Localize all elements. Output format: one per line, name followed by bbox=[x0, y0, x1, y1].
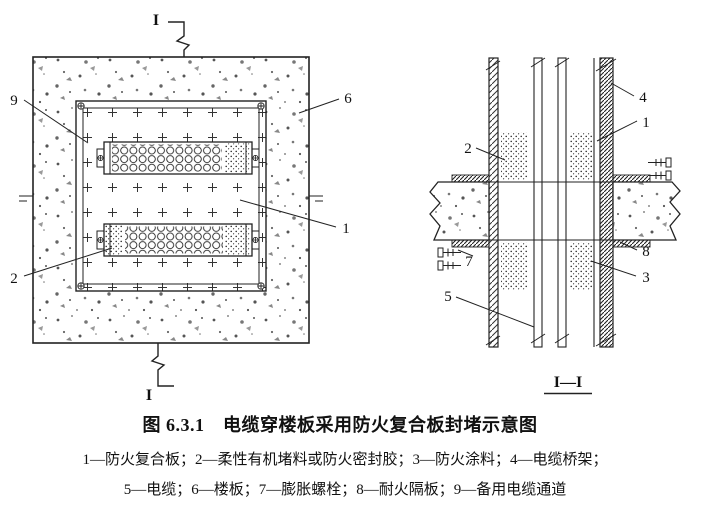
sealant-fill bbox=[105, 225, 123, 255]
callout-9: 9 bbox=[10, 93, 89, 144]
floor-slab-left bbox=[429, 181, 490, 241]
svg-text:8: 8 bbox=[642, 244, 650, 260]
callout-8: 8 bbox=[619, 241, 650, 260]
cable-slot-bottom bbox=[96, 223, 260, 257]
cable-slot-top bbox=[96, 141, 260, 175]
callout-3: 3 bbox=[590, 260, 650, 286]
svg-text:2: 2 bbox=[464, 141, 472, 157]
cable-tray-left-rail bbox=[488, 57, 499, 348]
slab-face-lines bbox=[489, 181, 613, 241]
expansion-bolts-left bbox=[437, 247, 461, 271]
figure-legend-line-1: 1—防火复合板；2—柔性有机堵料或防火密封胶；3—防火涂料；4—电缆桥架； bbox=[82, 452, 608, 468]
callout-4: 4 bbox=[610, 82, 647, 106]
svg-text:1: 1 bbox=[342, 221, 350, 237]
sealant-lower-right bbox=[570, 242, 592, 290]
section-cut-mark-bottom: I bbox=[146, 343, 174, 404]
svg-text:7: 7 bbox=[465, 254, 473, 270]
sealant-lower-left bbox=[501, 242, 527, 290]
slot-bolts bbox=[97, 236, 259, 243]
cable-bundle bbox=[112, 144, 222, 172]
sealant-upper-left bbox=[501, 132, 527, 180]
floor-slab-right bbox=[612, 181, 681, 241]
svg-text:6: 6 bbox=[344, 91, 352, 107]
sealant-fill bbox=[225, 225, 251, 255]
cable-bundle bbox=[125, 226, 223, 254]
figure-legend-line-2: 5—电缆；6—楼板；7—膨胀螺栓；8—耐火隔板；9—备用电缆通道 bbox=[123, 482, 567, 498]
section-letter-bottom: I bbox=[146, 387, 152, 404]
slot-bolts bbox=[97, 154, 259, 161]
callout-1-plan: 1 bbox=[239, 199, 350, 237]
fireproof-board-frame bbox=[75, 100, 267, 292]
svg-text:2: 2 bbox=[10, 271, 18, 287]
plan-view: I I bbox=[10, 12, 352, 404]
callout-2-section: 2 bbox=[464, 141, 506, 161]
callout-7: 7 bbox=[457, 249, 473, 270]
svg-text:1: 1 bbox=[642, 115, 650, 131]
figure-diagram: I I bbox=[10, 12, 681, 404]
sealant-fill bbox=[225, 143, 251, 173]
svg-text:I—I: I—I bbox=[554, 374, 582, 391]
break-marks bbox=[485, 57, 617, 347]
callout-5: 5 bbox=[444, 289, 535, 328]
callout-2-plan: 2 bbox=[10, 247, 113, 287]
callout-6: 6 bbox=[298, 91, 352, 114]
edge-break-marks bbox=[19, 195, 323, 202]
sealant-upper-right bbox=[570, 132, 592, 180]
section-letter-top: I bbox=[153, 12, 159, 29]
expansion-bolts-right bbox=[648, 157, 672, 181]
section-cut-mark-top: I bbox=[153, 12, 191, 57]
figure-caption: 图 6.3.1 电缆穿楼板采用防火复合板封堵示意图 bbox=[142, 415, 538, 435]
svg-text:4: 4 bbox=[639, 90, 647, 106]
cable-tray-right-rail bbox=[599, 57, 614, 348]
svg-text:9: 9 bbox=[10, 93, 18, 109]
frame-bolts bbox=[77, 102, 265, 290]
fireproof-boards bbox=[451, 174, 651, 248]
svg-text:3: 3 bbox=[642, 270, 650, 286]
callout-1-section: 1 bbox=[596, 115, 650, 142]
cables bbox=[533, 57, 567, 348]
section-view: 4 1 2 8 3 7 5 I—I bbox=[429, 57, 681, 395]
section-title: I—I bbox=[544, 374, 592, 395]
svg-text:5: 5 bbox=[444, 289, 452, 305]
